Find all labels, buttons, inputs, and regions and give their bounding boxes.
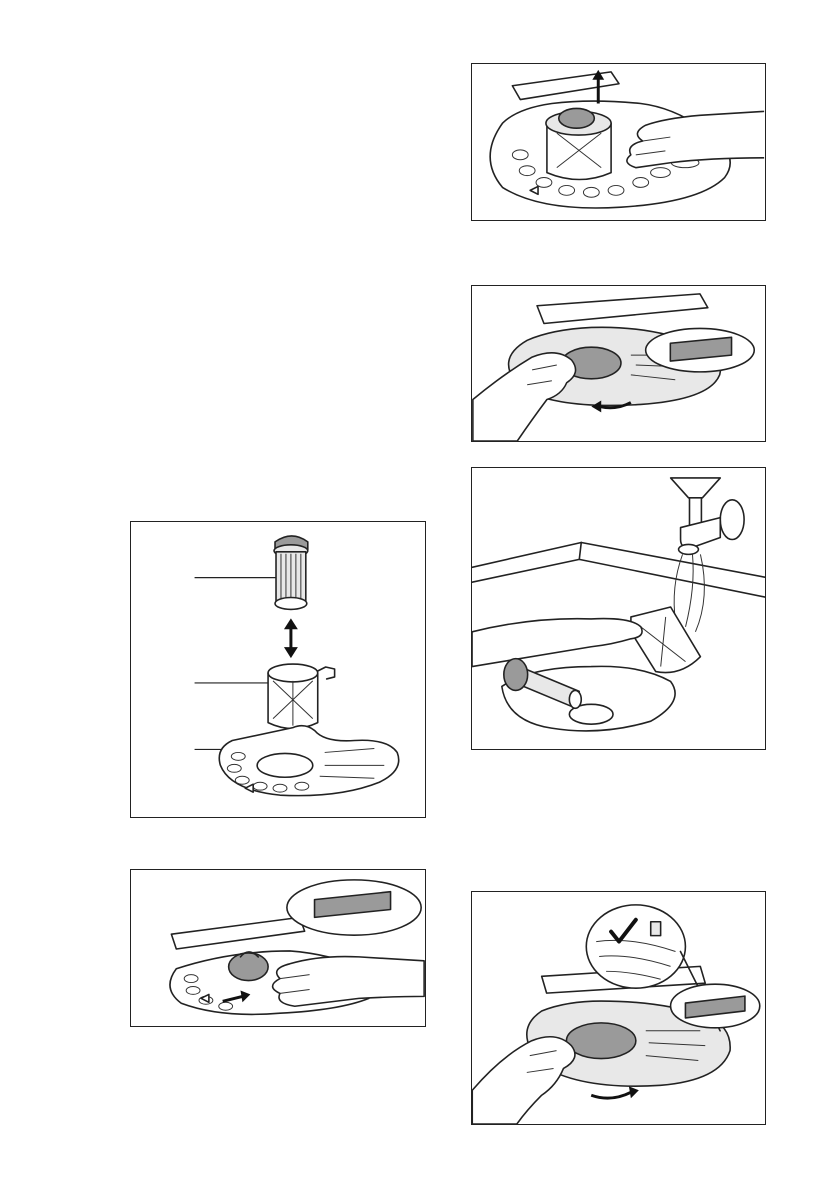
fig-insert-filter	[130, 869, 426, 1027]
sink-rim	[472, 542, 765, 577]
tap-icon	[671, 478, 744, 554]
fine-filter-top	[229, 953, 268, 981]
insert-filter-illustration	[131, 870, 425, 1026]
fine-filter-top	[559, 108, 595, 128]
remove-filter-illustration	[472, 64, 765, 220]
hand-icon	[273, 957, 425, 1007]
rotate-flat-filter-illustration	[472, 286, 765, 441]
rotate-arrow-icon	[591, 1086, 639, 1098]
filter-opening	[566, 1023, 635, 1059]
fig-remove-filter	[471, 63, 766, 221]
coarse-filter-handle	[318, 667, 335, 679]
fig-lock-filter	[471, 891, 766, 1125]
spray-arm	[171, 917, 304, 949]
fig-filter-parts	[130, 521, 426, 818]
fig-rotate-flat-filter	[471, 285, 766, 442]
hand-icon	[472, 1037, 575, 1124]
magnifier-icon	[586, 905, 685, 988]
double-arrow-icon	[284, 618, 298, 658]
filter-parts-illustration	[131, 522, 425, 817]
rinse-filter-illustration	[472, 468, 765, 749]
filter-cylinder	[631, 607, 701, 673]
spray-arm	[512, 72, 619, 100]
filter-icon	[274, 536, 308, 610]
hand-icon	[472, 619, 642, 667]
lock-filter-illustration	[472, 892, 765, 1124]
fig-rinse-filter	[471, 467, 766, 750]
spray-arm	[537, 294, 708, 324]
